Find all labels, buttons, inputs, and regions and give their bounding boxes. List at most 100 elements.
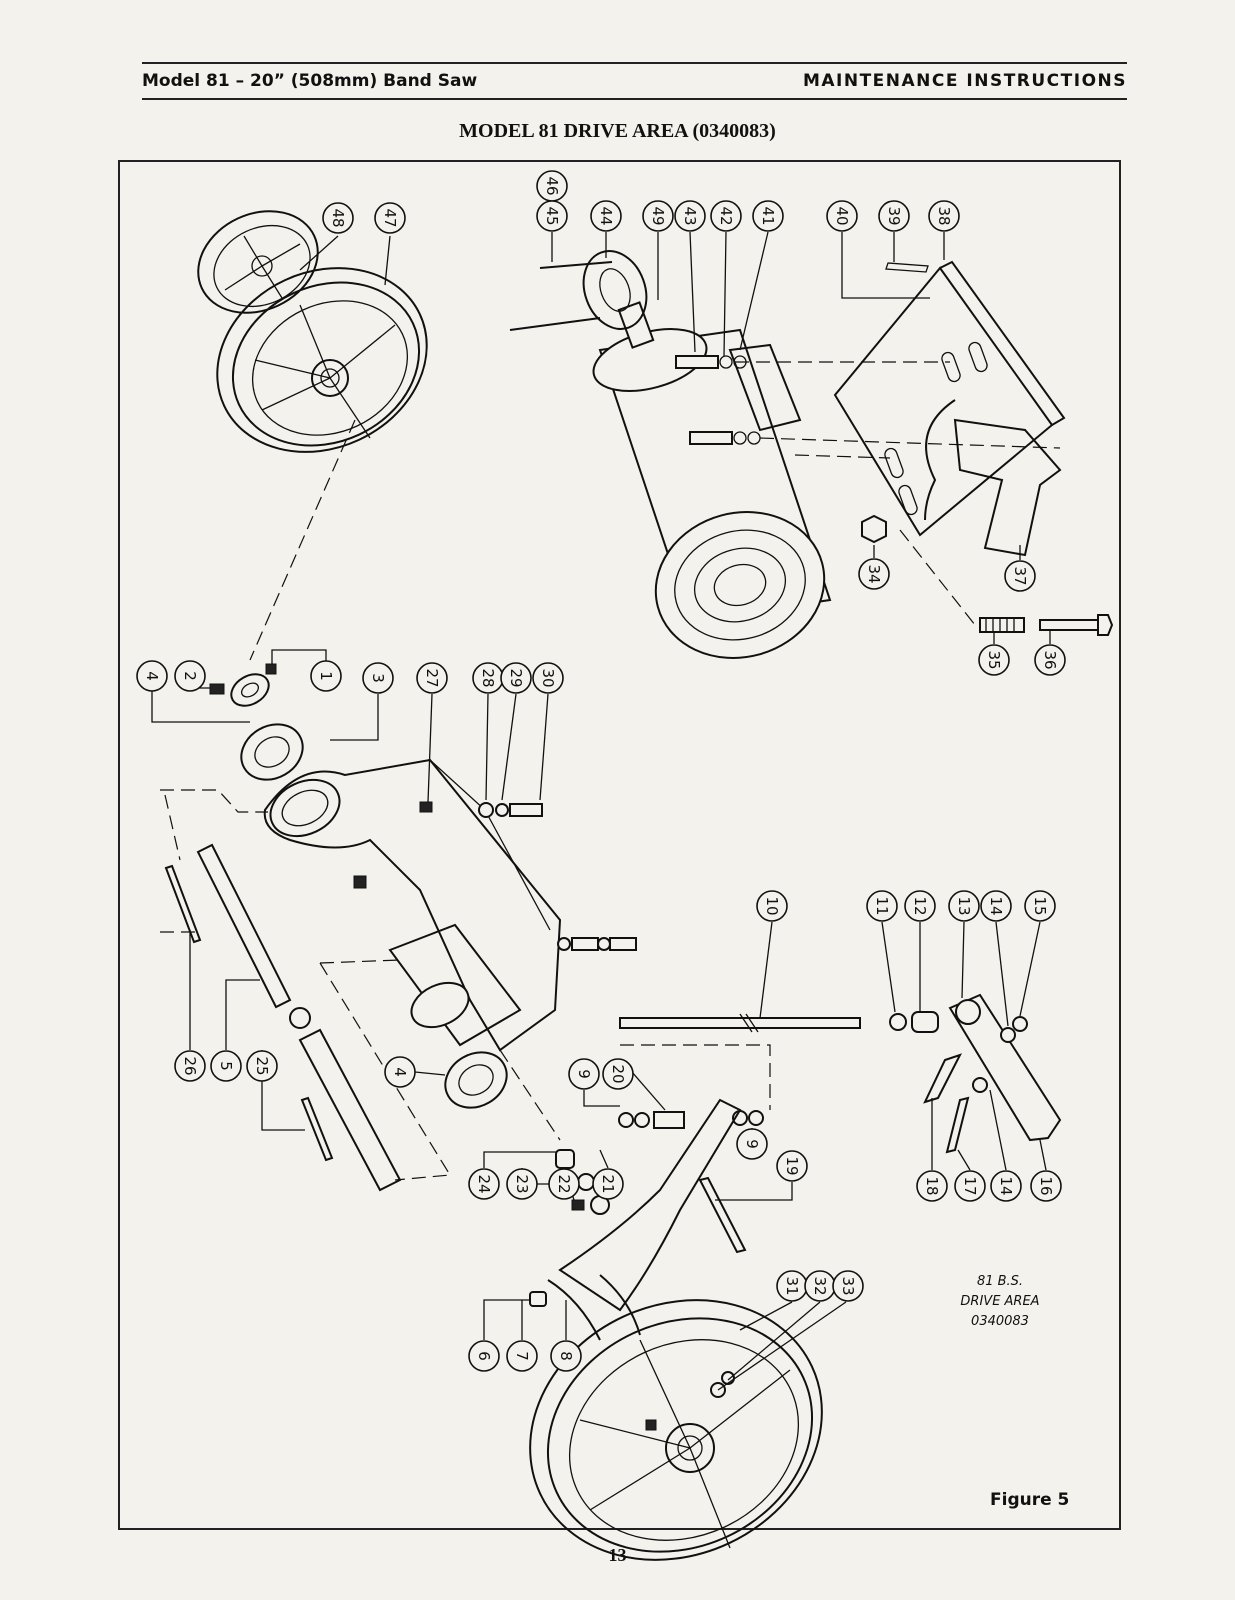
callout-label: 18	[923, 1176, 941, 1195]
callout-label: 38	[935, 206, 953, 225]
callout-label: 4	[143, 671, 161, 681]
callout-38: 38	[928, 200, 960, 232]
small-pulley	[197, 210, 319, 314]
small-fittings	[529, 1149, 610, 1307]
callout-label: 43	[681, 206, 699, 225]
motor	[592, 301, 832, 659]
motor-bolts	[675, 355, 761, 445]
cotter-pin	[885, 262, 929, 273]
callout-35: 35	[978, 644, 1010, 676]
callout-label: 6	[475, 1351, 493, 1361]
callout-label: 24	[475, 1174, 493, 1193]
header-model-title: Model 81 – 20” (508mm) Band Saw	[142, 71, 478, 91]
diagram-title: MODEL 81 DRIVE AREA (0340083)	[459, 120, 776, 142]
callout-label: 27	[423, 668, 441, 687]
callout-4-lower: 4	[384, 1056, 416, 1088]
callout-label: 36	[1041, 650, 1059, 669]
callout-label: 45	[543, 206, 561, 225]
callout-42: 42	[710, 200, 742, 232]
callout-label: 4	[391, 1067, 409, 1077]
callout-15: 15	[1024, 890, 1056, 922]
drive-shaft	[196, 843, 402, 1192]
callout-label: 40	[833, 206, 851, 225]
drawing-label-line2: DRIVE AREA	[960, 1294, 1040, 1309]
callout-47: 47	[374, 202, 406, 234]
callout-label: 31	[783, 1276, 801, 1295]
callout-8: 8	[550, 1340, 582, 1372]
figure-label: Figure 5	[990, 1490, 1070, 1510]
spring-and-nuts	[618, 1110, 764, 1129]
hinge-bracket	[547, 1098, 742, 1341]
callout-22: 22	[548, 1168, 580, 1200]
callout-28: 28	[472, 662, 504, 694]
pivot-pin	[923, 1053, 963, 1104]
callout-label: 16	[1037, 1176, 1055, 1195]
callout-46: 46	[536, 170, 568, 202]
callout-19: 19	[776, 1150, 808, 1182]
lower-wheel	[529, 1299, 823, 1561]
callout-label: 48	[329, 208, 347, 227]
callout-26: 26	[174, 1050, 206, 1082]
callout-label: 13	[955, 896, 973, 915]
arm-bolts	[353, 801, 637, 951]
callout-label: 47	[381, 208, 399, 227]
drawing-label-line1: 81 B.S.	[976, 1274, 1024, 1289]
motor-mount-plate	[833, 260, 1066, 537]
callout-label: 9	[743, 1139, 761, 1149]
hex-nut	[861, 514, 887, 544]
callout-label: 28	[479, 668, 497, 687]
callout-23: 23	[506, 1168, 538, 1200]
callout-label: 17	[961, 1176, 979, 1195]
callout-1: 1	[310, 660, 342, 692]
callout-label: 20	[609, 1064, 627, 1083]
callout-21: 21	[592, 1168, 624, 1200]
motor-pulley	[509, 250, 648, 331]
callout-label: 10	[763, 896, 781, 915]
callout-17: 17	[954, 1170, 986, 1202]
callout-label: 14	[987, 896, 1005, 915]
callout-label: 9	[575, 1069, 593, 1079]
callout-label: 2	[181, 671, 199, 681]
callout-label: 25	[253, 1056, 271, 1075]
callout-13: 13	[948, 890, 980, 922]
callout-20: 20	[602, 1058, 634, 1090]
callout-33: 33	[832, 1270, 864, 1302]
callout-32: 32	[804, 1270, 836, 1302]
rod-nut-and-sleeve	[889, 1011, 939, 1033]
callout-label: 5	[217, 1061, 235, 1071]
callout-14-lower: 14	[990, 1170, 1022, 1202]
upper-bearing	[240, 723, 304, 781]
callout-31: 31	[776, 1270, 808, 1302]
callout-29: 29	[500, 662, 532, 694]
lower-bearing	[444, 1051, 508, 1109]
callout-label: 15	[1031, 896, 1049, 915]
page-header: Model 81 – 20” (508mm) Band Saw MAINTENA…	[142, 62, 1127, 100]
callout-45: 45	[536, 200, 568, 232]
drawing-label-line3: 0340083	[971, 1314, 1029, 1329]
callout-label: 41	[759, 206, 777, 225]
callout-label: 8	[557, 1351, 575, 1361]
hinge-bolt	[698, 1176, 747, 1254]
callout-30: 30	[532, 662, 564, 694]
callout-label: 29	[507, 668, 525, 687]
callout-label: 46	[543, 176, 561, 195]
callout-label: 44	[597, 206, 615, 225]
callout-39: 39	[878, 200, 910, 232]
drawing-label: 81 B.S. DRIVE AREA 0340083	[940, 1272, 1060, 1332]
callout-18: 18	[916, 1170, 948, 1202]
callout-label: 37	[1011, 566, 1029, 585]
callout-label: 1	[317, 671, 335, 681]
callout-24: 24	[468, 1168, 500, 1200]
callout-label: 35	[985, 650, 1003, 669]
callout-label: 39	[885, 206, 903, 225]
callout-48: 48	[322, 202, 354, 234]
set-collar	[209, 663, 277, 707]
tension-lever	[948, 993, 1062, 1142]
callout-34: 34	[858, 558, 890, 590]
drive-arm	[263, 758, 562, 1052]
diagram-frame	[118, 160, 1121, 1530]
callout-16: 16	[1030, 1170, 1062, 1202]
leader-lines	[151, 231, 1051, 1391]
tension-spring	[979, 617, 1025, 633]
tension-rod	[619, 1013, 861, 1033]
